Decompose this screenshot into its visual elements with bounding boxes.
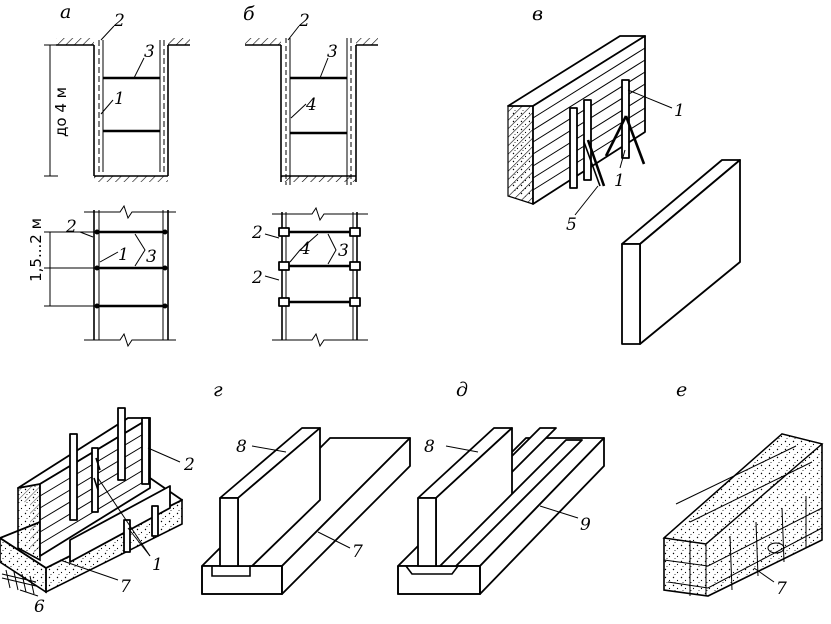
callout-1: 1 [614,171,625,191]
panel-label-e: е [676,379,687,401]
callout-9: 9 [580,515,591,535]
panel-d-callouts: 8 9 [424,437,591,535]
callout-7: 7 [776,579,787,599]
callout-1: 1 [674,101,685,121]
callout-1: 1 [114,89,125,109]
callout-2: 2 [251,268,263,288]
callout-8: 8 [236,437,247,457]
panel-label-a: а [60,1,71,23]
callout-7: 7 [352,542,363,562]
panel-v-block [621,159,741,345]
panel-v-formwork [507,35,646,205]
callout-2: 2 [251,223,263,243]
panel-label-d: д [456,379,468,401]
panel-strip-callouts: 2 1 7 6 [19,447,195,617]
panel-b-section [245,38,378,185]
panel-d-grooved-block [397,427,605,595]
panel-b-callouts: 2 3 4 2 2 4 3 [251,11,349,288]
panel-strip-foundation [0,407,183,595]
panel-g-tee-block [201,427,411,595]
panel-label-b: б [243,3,255,25]
callout-4: 4 [305,95,317,115]
callout-1: 1 [118,245,129,265]
callout-3: 3 [338,241,349,261]
callout-7: 7 [120,577,131,597]
callout-2: 2 [65,217,77,237]
panel-e-callouts: 7 [753,567,787,599]
callout-2: 2 [183,455,195,475]
callout-3: 3 [146,247,157,267]
callout-4: 4 [299,239,311,259]
panel-v-callouts: 1 1 5 [566,89,685,235]
callout-3: 3 [327,42,338,62]
panel-a-callouts: 2 3 1 2 1 3 [65,11,157,267]
panel-e-rubble-masonry [662,433,824,597]
callout-1: 1 [152,555,163,575]
callout-2: 2 [113,11,125,31]
panel-label-g: г [213,379,223,401]
panel-label-v: в [532,3,543,25]
callout-5: 5 [566,215,577,235]
callout-3: 3 [144,42,155,62]
callout-8: 8 [424,437,435,457]
callout-6: 6 [34,597,45,617]
panel-a-section: до 4 м [44,38,190,182]
callout-2: 2 [298,11,310,31]
dimension-depth-label: до 4 м [52,87,70,137]
panel-g-callouts: 8 7 [236,437,363,562]
dimension-spacing-label: 1,5...2 м [27,218,45,282]
panel-b-plan [272,206,368,348]
panel-a-plan: 1,5...2 м [27,204,176,348]
